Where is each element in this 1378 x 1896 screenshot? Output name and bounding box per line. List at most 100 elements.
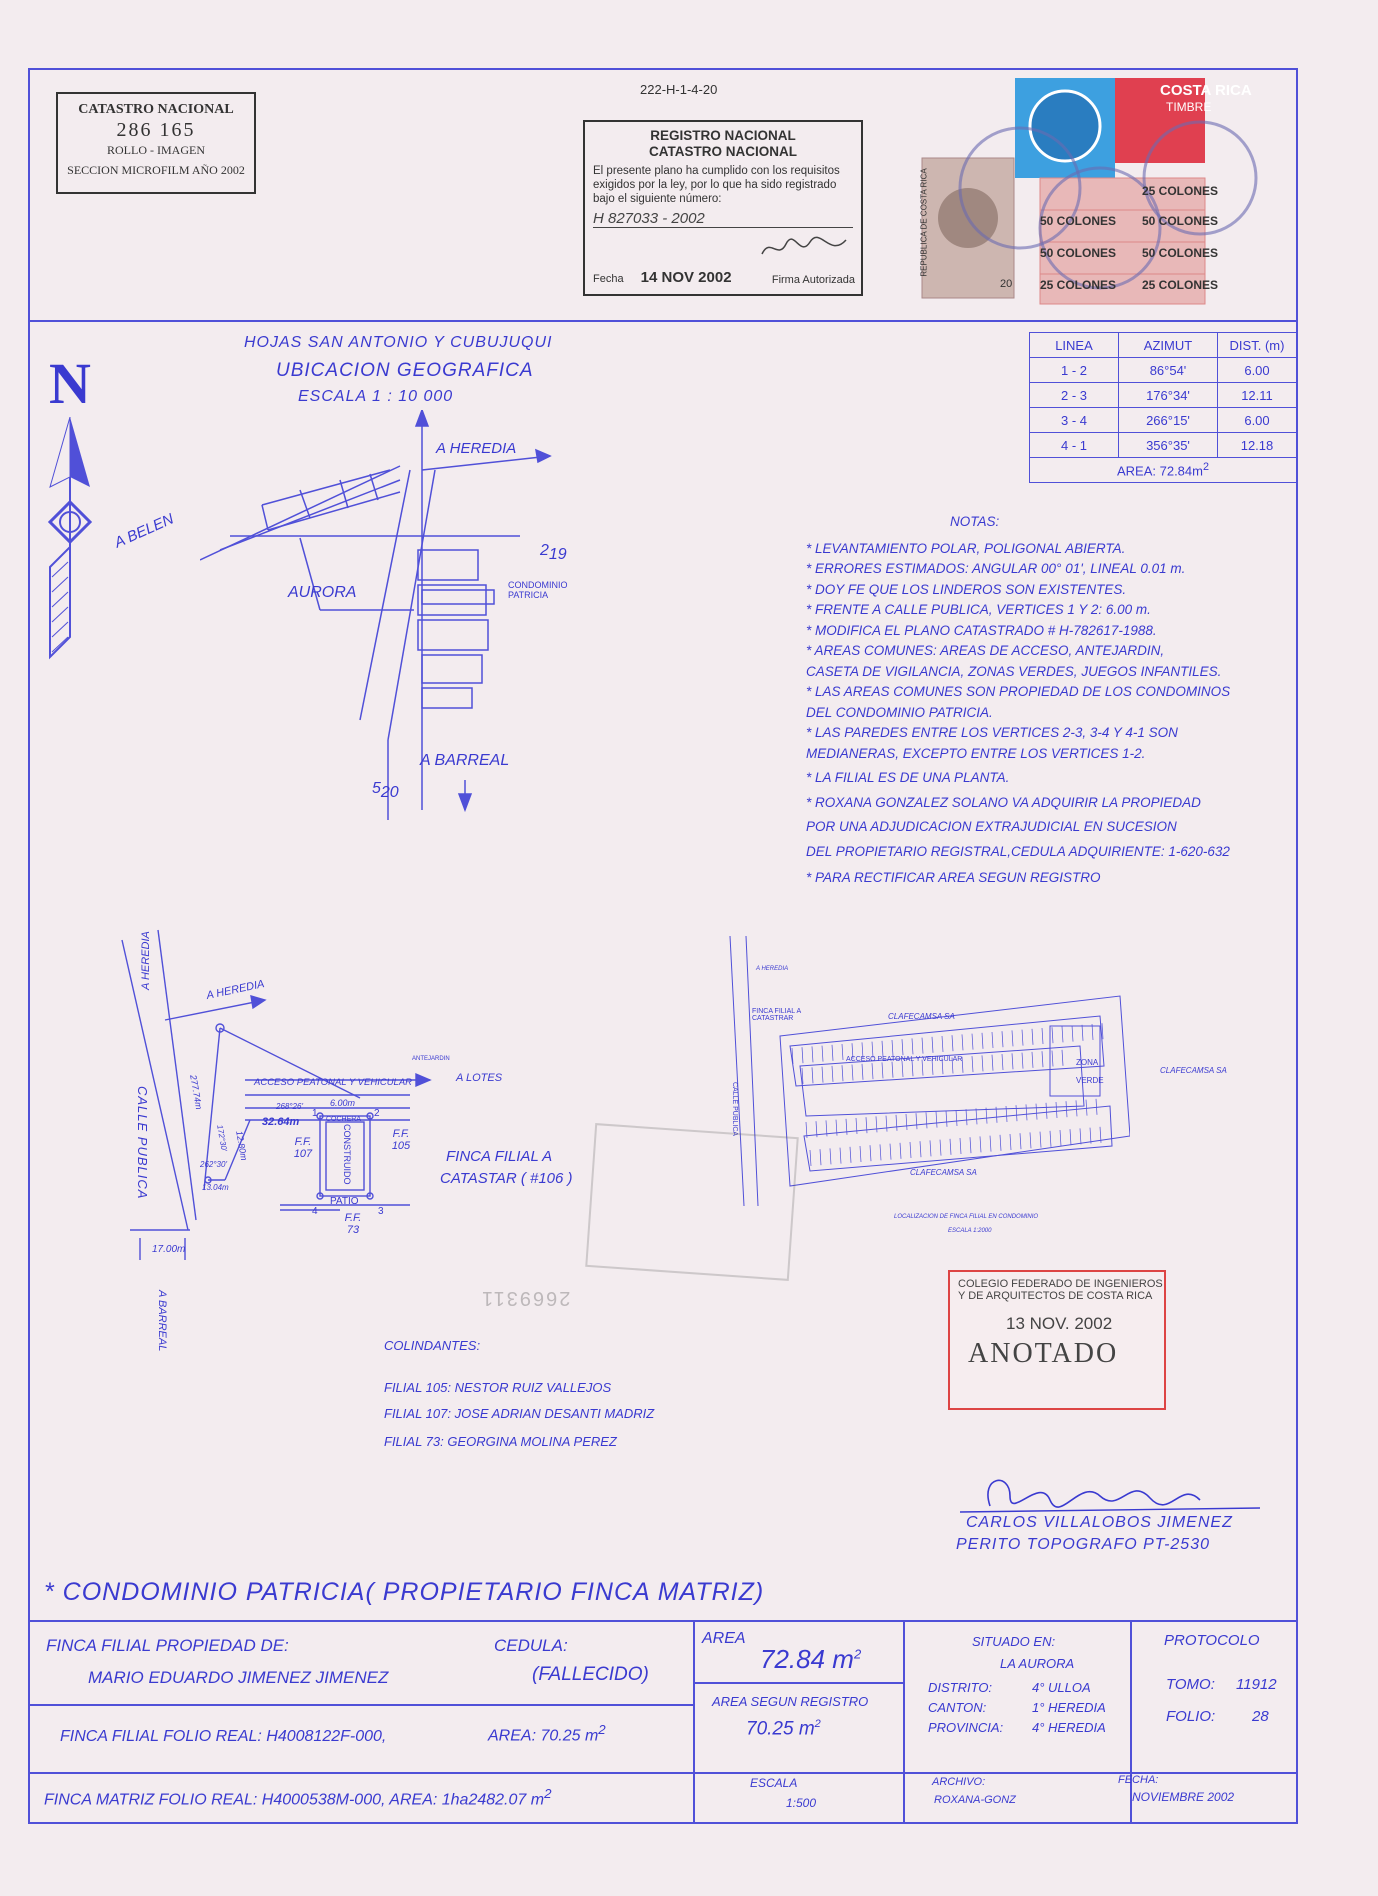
condo-lot-divider xyxy=(1041,1051,1044,1068)
azimuth-header-azimut: AZIMUT xyxy=(1118,332,1218,358)
site-plan-graphic xyxy=(121,929,432,1260)
site-patio: PATIO xyxy=(330,1196,359,1207)
azimuth-header-dist: DIST. (m) xyxy=(1217,332,1297,358)
site-ff73: F.F. 73 xyxy=(344,1212,362,1236)
condo-lot-divider xyxy=(835,1119,838,1136)
condo-lot-divider xyxy=(921,1037,924,1054)
note-line: * DOY FE QUE LOS LINDEROS SON EXISTENTES… xyxy=(806,581,1127,597)
location-title1: HOJAS SAN ANTONIO Y CUBUJUQUI xyxy=(244,334,553,351)
condo-lot-divider xyxy=(969,1137,972,1154)
note-line: POR UNA ADJUDICACION EXTRAJUDICIAL EN SU… xyxy=(806,819,1177,834)
condo-lot-divider xyxy=(871,1063,874,1080)
condo-lot-divider xyxy=(1099,1126,1102,1143)
condo-escala: ESCALA 1:2000 xyxy=(948,1228,992,1234)
condo-lot-divider xyxy=(1005,1105,1008,1123)
colegio-anotado: ANOTADO xyxy=(968,1338,1119,1369)
tb-owner: MARIO EDUARDO JIMENEZ JIMENEZ xyxy=(88,1668,389,1687)
condo-lot-divider xyxy=(831,1065,834,1082)
condo-lot-divider xyxy=(811,1046,814,1063)
condo-lot-divider xyxy=(801,1047,804,1064)
table-row: 2 - 3 176°34' 12.11 xyxy=(1029,382,1297,408)
site-dist-13: 13.04m xyxy=(202,1183,229,1192)
condo-lot-divider xyxy=(1061,1026,1064,1043)
surveyor-signature xyxy=(960,1479,1260,1513)
site-dist-6: 6.00m xyxy=(330,1098,356,1108)
revenue-stamps-graphic xyxy=(921,78,1258,305)
condo-lot-divider xyxy=(901,1060,904,1078)
tb-area-label: AREA xyxy=(702,1630,746,1647)
registro-fecha-value: 14 NOV 2002 xyxy=(640,269,732,286)
note-line: * ROXANA GONZALEZ SOLANO VA ADQUIRIR LA … xyxy=(806,794,1201,810)
tb-area-value-text: 72.84 m xyxy=(760,1644,854,1674)
site-cochera: COCHERA xyxy=(326,1116,362,1123)
azimuth-area-sup: 2 xyxy=(1202,461,1210,474)
registro-fecha-label: Fecha xyxy=(593,273,624,285)
tb-situado-label: SITUADO EN: xyxy=(972,1634,1056,1649)
condo-lot-divider xyxy=(911,1038,914,1055)
condo-lot-divider xyxy=(991,1031,994,1049)
colindantes-title: COLINDANTES: xyxy=(384,1338,481,1353)
condo-lot-divider xyxy=(819,1149,822,1166)
site-dist-17: 17.00m xyxy=(152,1244,186,1255)
azimuth-cell: 12.11 xyxy=(1217,382,1297,408)
condo-lot-divider xyxy=(851,1043,854,1060)
catastro-title: CATASTRO NACIONAL xyxy=(78,102,234,117)
tb-protocolo-label: PROTOCOLO xyxy=(1164,1632,1260,1649)
condo-lot-divider xyxy=(1001,1031,1004,1048)
condo-lot-divider xyxy=(989,1135,992,1152)
condo-lot-divider xyxy=(1031,1028,1034,1045)
tb-matriz-text: FINCA MATRIZ FOLIO REAL: H4000538M-000, … xyxy=(44,1791,545,1809)
location-map-graphic xyxy=(200,410,552,820)
colindante-line: FILIAL 107: JOSE ADRIAN DESANTI MADRIZ xyxy=(384,1406,655,1421)
loc-a-heredia: A HEREDIA xyxy=(436,440,517,457)
condo-lot-divider xyxy=(1045,1102,1048,1119)
tb-provincia-label: PROVINCIA: xyxy=(928,1720,1004,1735)
condo-lot-divider xyxy=(951,1057,954,1074)
condo-lot-divider xyxy=(1081,1024,1084,1041)
site-angle-1: 262°30' xyxy=(200,1160,227,1169)
condo-lot-divider xyxy=(979,1136,982,1153)
condo-lot-divider xyxy=(931,1036,934,1053)
condo-lot-divider xyxy=(915,1113,918,1130)
colegio-date: 13 NOV. 2002 xyxy=(1006,1314,1113,1333)
condo-lot-divider xyxy=(1095,1098,1098,1115)
azimuth-cell: 356°35' xyxy=(1118,432,1218,458)
condo-calle: CALLE PUBLICA xyxy=(731,1082,738,1137)
note-line: * LAS AREAS COMUNES SON PROPIEDAD DE LOS… xyxy=(806,684,1231,699)
condo-lot-divider xyxy=(949,1138,952,1155)
azimuth-header-linea: LINEA xyxy=(1029,332,1119,358)
condo-a-heredia: A HEREDIA xyxy=(756,966,789,972)
revenue-stamps: COSTA RICA TIMBRE 25 COLONES 50 COLONES … xyxy=(920,68,1290,308)
condo-lot-divider xyxy=(951,1035,954,1052)
tb-fecha-label: FECHA: xyxy=(1118,1774,1159,1786)
condo-lot-divider xyxy=(945,1110,948,1127)
stamp-country: COSTA RICA xyxy=(1160,82,1252,99)
condo-lot-divider xyxy=(855,1117,858,1135)
condo-lot-divider xyxy=(961,1056,964,1073)
note-line: * LAS PAREDES ENTRE LOS VERTICES 2-3, 3-… xyxy=(806,725,1178,740)
condo-lot-divider xyxy=(961,1034,964,1051)
condo-lot-divider xyxy=(1055,1101,1058,1119)
azimuth-cell: 266°15' xyxy=(1118,407,1218,433)
condo-lot-divider xyxy=(925,1112,928,1129)
registro-body: El presente plano ha cumplido con los re… xyxy=(593,165,840,205)
tb-v2 xyxy=(903,1620,905,1822)
condo-lot-divider xyxy=(841,1043,844,1061)
condo-zona: ZONA xyxy=(1076,1058,1099,1067)
site-a-heredia-1: A HEREDIA xyxy=(140,931,152,990)
condo-lot-divider xyxy=(815,1121,818,1138)
tb-top xyxy=(28,1620,1296,1622)
condo-lot-divider xyxy=(801,1067,804,1085)
tb-archivo-label: ARCHIVO: xyxy=(932,1776,986,1788)
tb-row2 xyxy=(28,1772,1296,1774)
condo-lot-divider xyxy=(1035,1103,1038,1120)
condo-lot-divider xyxy=(929,1140,932,1157)
drawing-frame xyxy=(28,68,1298,1824)
condo-clafecamsa-2: CLAFECAMSA SA xyxy=(1160,1066,1227,1075)
site-v1: 1 xyxy=(312,1108,318,1119)
site-ff105: F.F. 105 xyxy=(391,1128,411,1152)
stamp-value-4: 50 COLONES xyxy=(1142,246,1219,260)
note-line: DEL PROPIETARIO REGISTRAL,CEDULA ADQUIRI… xyxy=(806,843,1230,859)
stamp-republic: REPUBLICA DE COSTA RICA xyxy=(919,168,929,277)
tb-archivo-value: ROXANA-GONZ xyxy=(934,1794,1016,1806)
